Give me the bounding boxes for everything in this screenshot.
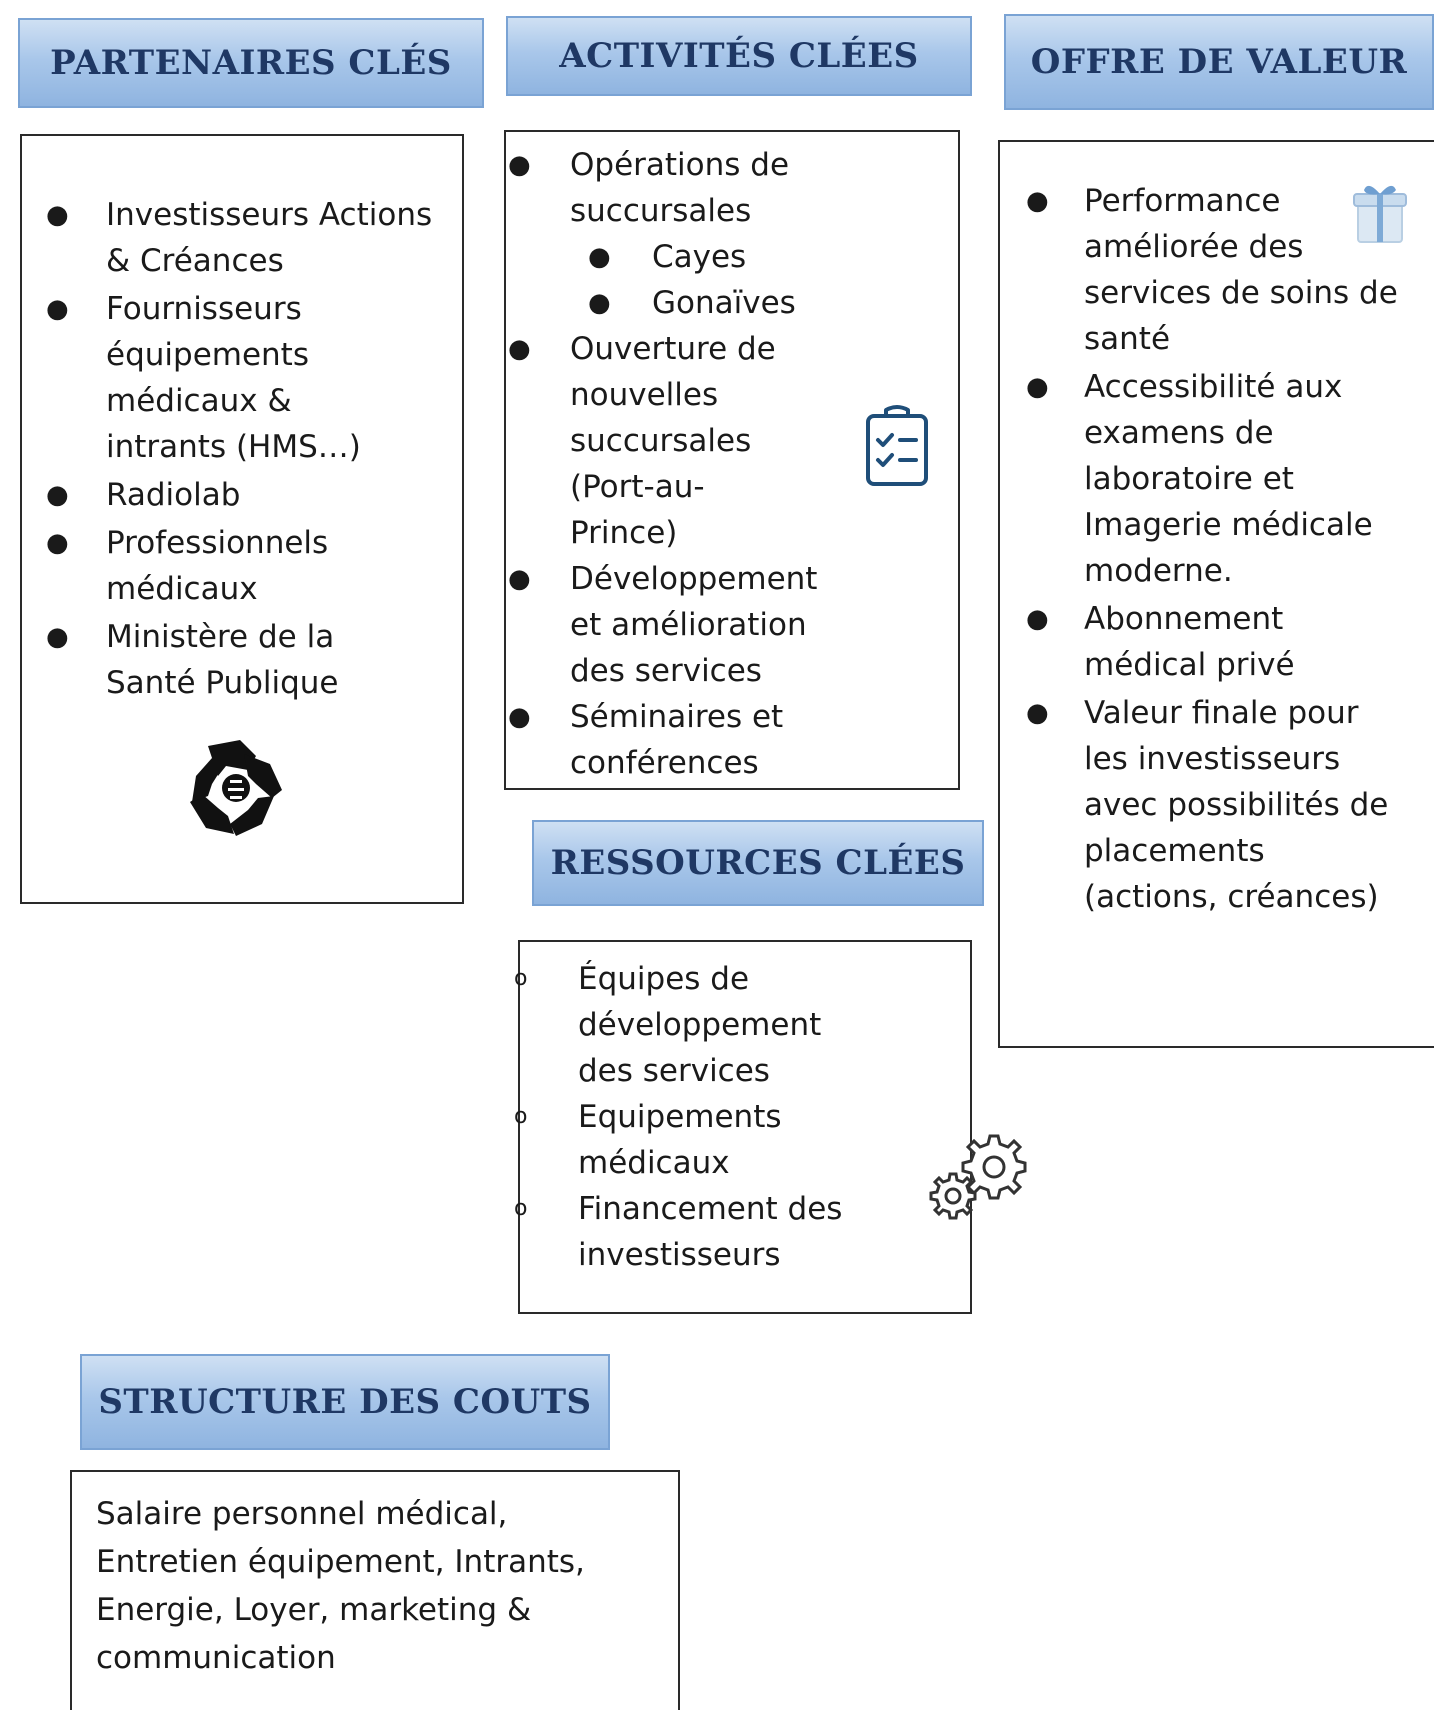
list-item: ● Accessibilité aux examens de laboratoi… (1026, 369, 1373, 589)
list-item: ● Cayes (588, 239, 747, 275)
ressources-header: RESSOURCES CLÉES (532, 820, 984, 906)
offre-title: OFFRE DE VALEUR (1030, 42, 1408, 82)
partenaires-title: PARTENAIRES CLÉS (50, 43, 452, 83)
list-item: ● Gonaïves (588, 285, 796, 321)
list-item: ● Valeur finale pour les investisseurs a… (1026, 695, 1389, 915)
offre-box: ● Performance améliorée des services de … (998, 140, 1434, 1048)
list-item: ● Fournisseurs équipements médicaux & in… (46, 291, 361, 465)
list-item: ● Séminaires et conférences (508, 699, 784, 781)
activites-list: ● Opérations de succursales ● Cayes ● Go… (506, 142, 936, 786)
activites-title: ACTIVITÉS CLÉES (559, 36, 919, 76)
list-item: o Financement des investisseurs (514, 1191, 843, 1273)
activites-header: ACTIVITÉS CLÉES (506, 16, 972, 96)
clipboard-checklist-icon (866, 405, 928, 486)
ressources-list: o Équipes de développement des services … (514, 956, 940, 1278)
list-item: ● Ouverture de nouvelles succursales (Po… (508, 331, 776, 551)
list-item: o Équipes de développement des services (514, 961, 822, 1089)
list-item: ● Ministère de la Santé Publique (46, 619, 339, 701)
ressources-title: RESSOURCES CLÉES (550, 843, 966, 883)
couts-header: STRUCTURE DES COUTS (80, 1354, 610, 1450)
list-item: ● Professionnels médicaux (46, 525, 329, 607)
partenaires-box: ● Investisseurs Actions & Créances ● Fou… (20, 134, 464, 904)
partenaires-header: PARTENAIRES CLÉS (18, 18, 484, 108)
list-item: ● Radiolab (46, 477, 241, 513)
list-item: ● Performance améliorée des services de … (1026, 183, 1398, 357)
couts-title: STRUCTURE DES COUTS (98, 1382, 592, 1422)
offre-header: OFFRE DE VALEUR (1004, 14, 1434, 110)
offre-list: ● Performance améliorée des services de … (1000, 178, 1420, 920)
couts-box: Salaire personnel médical, Entretien équ… (70, 1470, 680, 1710)
list-item: ● Abonnement médical privé (1026, 601, 1295, 683)
partenaires-list: ● Investisseurs Actions & Créances ● Fou… (22, 192, 462, 706)
list-item: ● Opérations de succursales (508, 147, 790, 229)
gears-icon (929, 1134, 1027, 1220)
activites-box: ● Opérations de succursales ● Cayes ● Go… (504, 130, 960, 790)
couts-text: Salaire personnel médical, Entretien équ… (96, 1496, 585, 1676)
list-item: ● Développement et amélioration des serv… (508, 561, 818, 689)
handshake-icon (190, 740, 282, 836)
list-item: o Equipements médicaux (514, 1099, 782, 1181)
ressources-box: o Équipes de développement des services … (514, 940, 1027, 1314)
gift-icon (1353, 185, 1407, 243)
list-item: ● Investisseurs Actions & Créances (46, 197, 433, 279)
